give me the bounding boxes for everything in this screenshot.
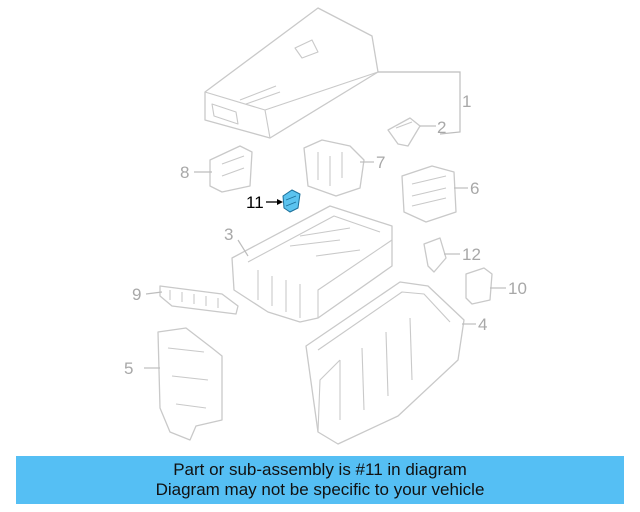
leader-arrow-11 — [277, 199, 283, 205]
info-banner: Part or sub-assembly is #11 in diagram D… — [16, 456, 624, 504]
callout-1: 1 — [462, 92, 471, 111]
callout-6: 6 — [470, 179, 479, 198]
part-1-cover — [204, 7, 379, 139]
part-7-relay-bracket — [303, 139, 365, 197]
callout-11: 11 — [246, 193, 264, 212]
callout-12: 12 — [462, 245, 481, 264]
callout-9: 9 — [132, 285, 141, 304]
callout-8: 8 — [180, 163, 189, 182]
callout-10: 10 — [508, 279, 527, 298]
leader-line-9 — [145, 291, 163, 295]
leader-line-1 — [378, 71, 461, 135]
part-3-fuse-box-body — [231, 205, 393, 323]
part-12-fuse — [423, 237, 447, 273]
callout-7: 7 — [376, 153, 385, 172]
callout-4: 4 — [478, 315, 487, 334]
banner-line-2: Diagram may not be specific to your vehi… — [155, 480, 485, 499]
part-11-fuse-highlighted — [282, 189, 301, 213]
callout-2: 2 — [437, 118, 446, 137]
callout-5: 5 — [124, 359, 133, 378]
callout-3: 3 — [224, 225, 233, 244]
banner-line-1: Part or sub-assembly is #11 in diagram — [173, 460, 467, 479]
part-10-relay — [465, 267, 493, 305]
part-5-bracket — [157, 327, 223, 441]
leader-line-3 — [237, 239, 249, 257]
part-6-relay-module — [401, 165, 457, 223]
part-4-lower-housing — [305, 281, 465, 445]
part-8-connector — [209, 145, 253, 193]
part-9-terminal-strip — [159, 285, 239, 315]
part-2-clip — [387, 117, 421, 147]
